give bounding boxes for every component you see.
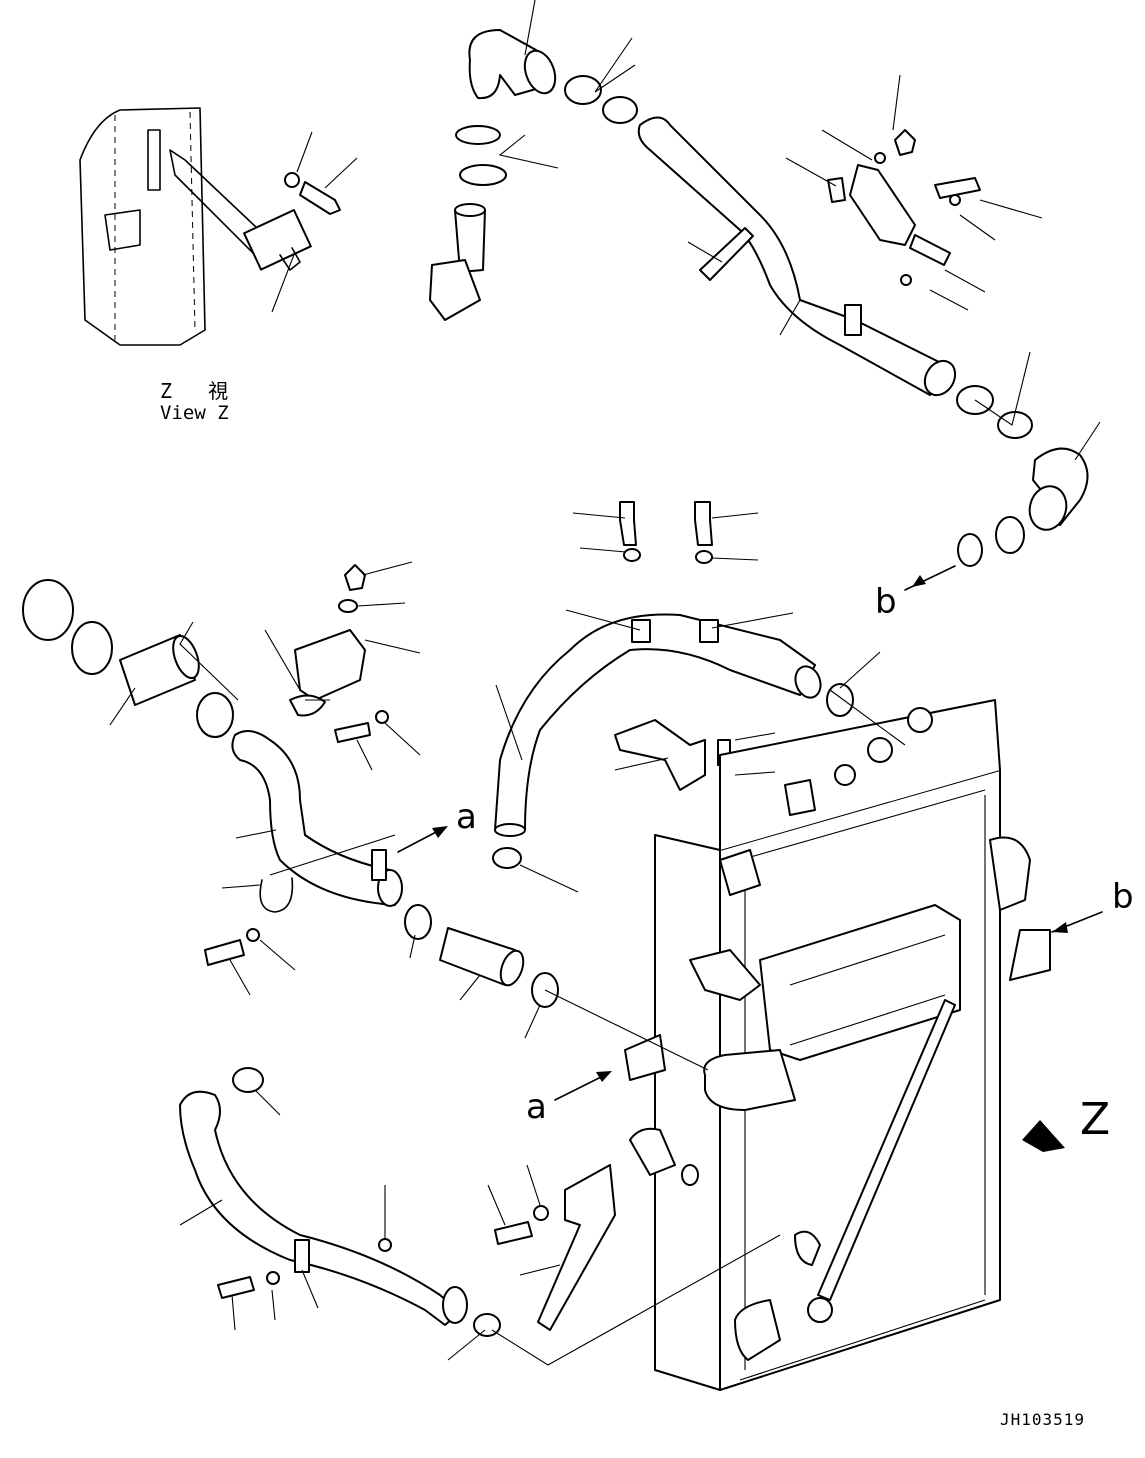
ref-letter-a-upper: a	[456, 797, 477, 837]
view-z-inset	[79, 107, 341, 346]
arrow-a-lower	[554, 1074, 606, 1101]
arrow-a-upper	[397, 829, 441, 853]
lower-hose-group	[179, 1067, 616, 1337]
reference-arrows	[397, 565, 1103, 1152]
bolt-part	[299, 181, 341, 215]
drawing-code: JH103519	[1000, 1410, 1086, 1429]
view-label-english: View Z	[160, 402, 229, 424]
nut-part	[284, 172, 300, 188]
ref-letter-a-lower: a	[526, 1087, 547, 1127]
leader-lines	[109, 0, 1101, 1366]
left-hose-group	[22, 564, 559, 1008]
radiator-assembly	[624, 699, 1051, 1391]
ref-letter-z: Z	[1080, 1094, 1111, 1145]
ref-letter-b-lower: b	[1112, 877, 1134, 917]
upper-hose-group	[429, 29, 1089, 567]
arrow-z	[1022, 1120, 1065, 1152]
view-label-japanese: Z 視	[160, 379, 241, 403]
ref-letter-b-upper: b	[875, 582, 897, 622]
